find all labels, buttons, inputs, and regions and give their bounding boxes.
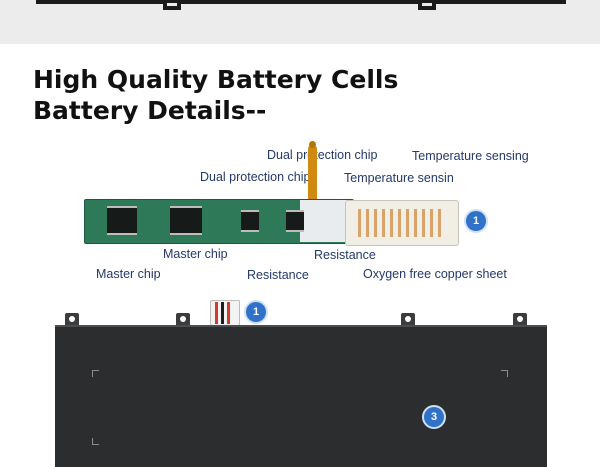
connector-pin — [390, 209, 393, 237]
connector-pin — [366, 209, 369, 237]
master-chip-ic — [170, 206, 202, 235]
battery-wire — [227, 302, 230, 324]
protection-chip-ic — [241, 210, 259, 232]
connector-pin — [382, 209, 385, 237]
battery-corner-mark — [501, 370, 508, 377]
battery-number-badge: 3 — [424, 407, 444, 427]
heading-line-2: Battery Details-- — [33, 96, 267, 125]
top-battery-edge — [36, 0, 566, 4]
label-dual-protection-chip-top: Dual protection chip — [267, 148, 378, 162]
battery-wire — [215, 302, 218, 324]
connector-pin — [374, 209, 377, 237]
battery-corner-mark — [92, 438, 99, 445]
battery-pack — [55, 325, 547, 467]
connector-pin — [398, 209, 401, 237]
battery-mount-tab — [176, 313, 190, 327]
battery-corner-mark — [92, 370, 99, 377]
label-resistance-right: Resistance — [314, 248, 376, 262]
battery-wire — [221, 302, 224, 324]
battery-connector — [345, 200, 459, 246]
heading-line-1: High Quality Battery Cells — [33, 65, 399, 94]
protection-chip-ic — [286, 210, 304, 232]
master-chip-ic — [107, 206, 137, 235]
battery-mount-tab — [401, 313, 415, 327]
battery-mount-tab — [513, 313, 527, 327]
connector-pin — [438, 209, 441, 237]
connector-pin — [406, 209, 409, 237]
label-master-chip-upper: Master chip — [163, 247, 228, 261]
label-temperature-sensing: Temperature sensing — [412, 149, 529, 163]
top-battery-tab — [418, 0, 436, 10]
connector-pin — [430, 209, 433, 237]
label-dual-protection-chip: Dual protection chip — [200, 170, 311, 184]
battery-mount-tab — [65, 313, 79, 327]
label-temperature-sensin: Temperature sensin — [344, 171, 454, 185]
page-heading: High Quality Battery Cells Battery Detai… — [33, 64, 398, 126]
connector-number-badge: 1 — [466, 211, 486, 231]
wire-number-badge: 1 — [246, 302, 266, 322]
connector-pin — [422, 209, 425, 237]
connector-pin — [358, 209, 361, 237]
top-background-band — [0, 0, 600, 44]
label-master-chip-lower: Master chip — [96, 267, 161, 281]
flex-cable — [308, 145, 317, 203]
top-battery-tab — [163, 0, 181, 10]
connector-pin — [414, 209, 417, 237]
label-resistance-left: Resistance — [247, 268, 309, 282]
flex-cable-tip — [309, 141, 316, 148]
label-oxygen-free-copper-sheet: Oxygen free copper sheet — [363, 267, 507, 281]
